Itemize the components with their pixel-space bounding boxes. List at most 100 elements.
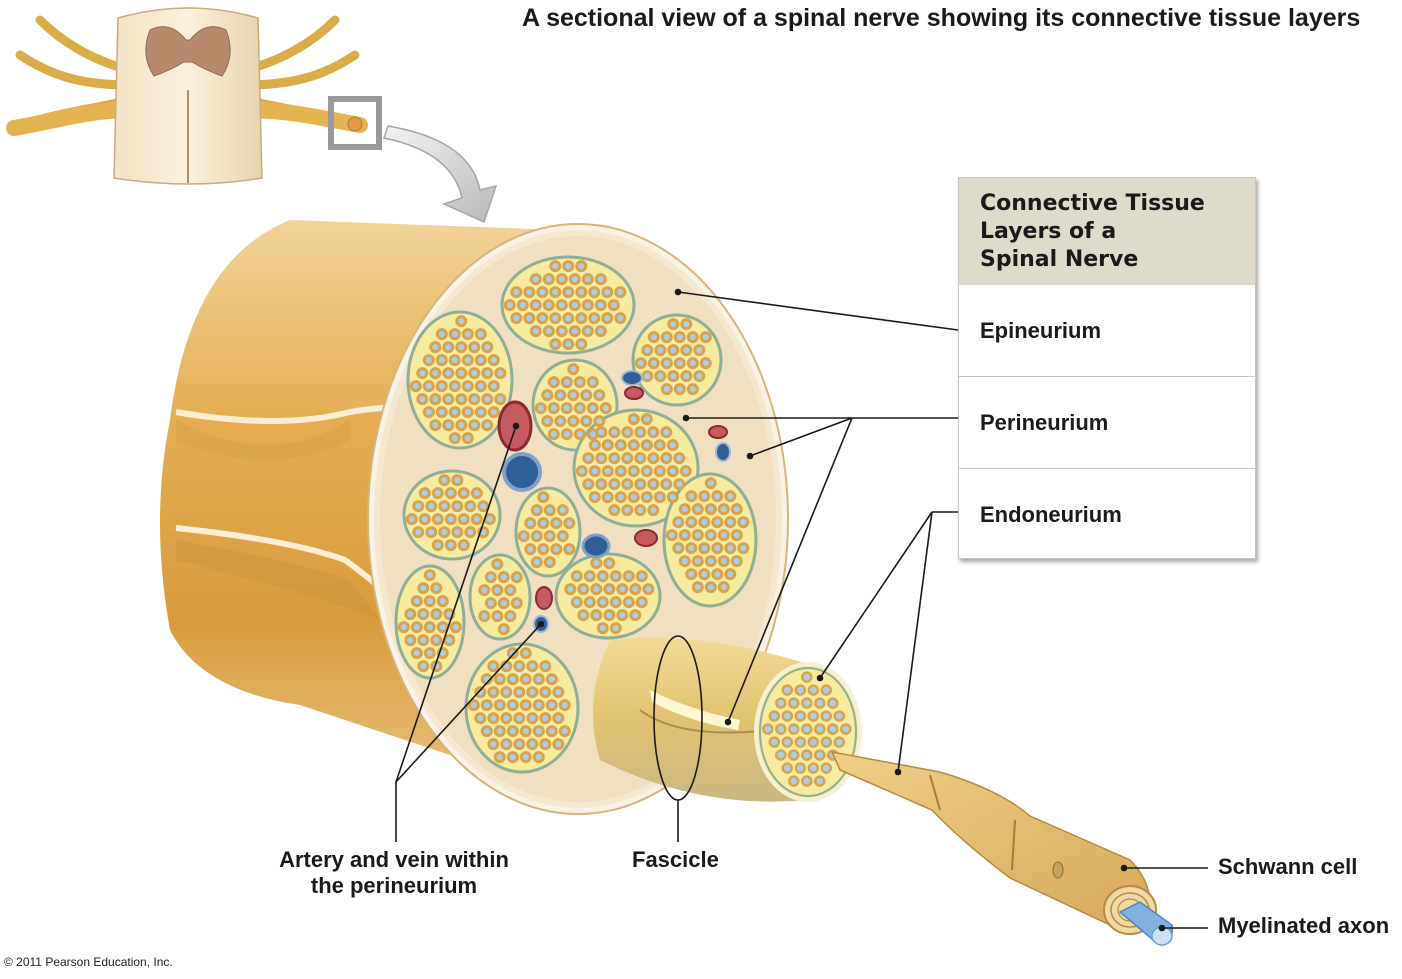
axon-dot <box>801 671 813 683</box>
axon-dot <box>455 315 468 328</box>
axon-dot <box>404 634 417 647</box>
axon-dot <box>435 328 448 341</box>
artery-vein-label: Artery and vein within the perineurium <box>279 847 509 898</box>
axon-dot <box>429 419 442 432</box>
spinal-cord-inset <box>6 7 382 185</box>
axon-dot <box>404 608 417 621</box>
axon-dot <box>423 569 436 582</box>
axon-dot <box>510 286 523 299</box>
axon-dot <box>534 402 547 415</box>
axon-dot <box>487 660 500 673</box>
axon-dot <box>660 383 673 396</box>
axon-dot <box>653 491 666 504</box>
axon-dot <box>573 402 586 415</box>
axon-dot <box>545 725 558 738</box>
axon-dot <box>541 415 554 428</box>
axon-dot <box>480 725 493 738</box>
axon-dot <box>807 684 820 696</box>
axon-dot <box>412 500 425 513</box>
axon-dot <box>588 286 601 299</box>
axon-dot <box>436 621 449 634</box>
axon-dot <box>583 596 596 609</box>
vein <box>502 452 542 492</box>
axon-dot <box>474 328 487 341</box>
axon-dot <box>794 762 807 774</box>
axon-dot <box>468 341 481 354</box>
axon-dot <box>621 504 634 517</box>
axon-dot <box>704 529 717 542</box>
axon-dot <box>497 623 510 636</box>
axon-dot <box>539 660 552 673</box>
axon-dot <box>484 597 497 610</box>
axon-dot <box>451 526 464 539</box>
axon-dot <box>448 432 461 445</box>
axon-dot <box>575 465 588 478</box>
axon-dot <box>555 325 568 338</box>
axon-dot <box>549 312 562 325</box>
axon-dot <box>448 354 461 367</box>
axon-dot <box>510 312 523 325</box>
axon-dot <box>444 513 457 526</box>
axon-dot <box>581 299 594 312</box>
axon-dot <box>590 609 603 622</box>
axon-dot <box>573 428 586 441</box>
axon-dot <box>549 338 562 351</box>
artery <box>624 386 644 400</box>
axon-dot <box>588 465 601 478</box>
axon-dot <box>588 312 601 325</box>
zoom-arrow <box>383 125 498 224</box>
axon-dot <box>627 439 640 452</box>
axon-dot <box>416 393 429 406</box>
axon-dot <box>660 478 673 491</box>
axon-dot <box>596 596 609 609</box>
fascicle-label: Fascicle <box>632 847 719 872</box>
axon-dot <box>524 543 537 556</box>
axon-dot <box>550 543 563 556</box>
axon-dot <box>500 712 513 725</box>
axon-dot <box>647 357 660 370</box>
axon-dot <box>549 260 562 273</box>
vein <box>621 370 643 386</box>
axon-dot <box>573 376 586 389</box>
axon-dot <box>537 517 550 530</box>
axon-dot <box>555 299 568 312</box>
axon-dot <box>673 383 686 396</box>
axon-dot <box>640 491 653 504</box>
axon-dot <box>461 406 474 419</box>
axon-dot <box>513 660 526 673</box>
axon-dot <box>614 439 627 452</box>
schwann-cell-label: Schwann cell <box>1218 854 1358 879</box>
axon-dot <box>438 474 451 487</box>
axon-dot <box>698 568 711 581</box>
axon-dot <box>594 299 607 312</box>
axon-dot <box>455 419 468 432</box>
axon-dot <box>698 516 711 529</box>
axon-dot <box>423 647 436 660</box>
axon-dot <box>562 338 575 351</box>
axon-dot <box>601 312 614 325</box>
axon-dot <box>435 354 448 367</box>
axon-dot <box>840 723 852 735</box>
axon-dot <box>647 331 660 344</box>
axon-dot <box>554 389 567 402</box>
axon-dot <box>493 751 506 764</box>
axon-dot <box>594 325 607 338</box>
axon-dot <box>807 762 820 774</box>
axon-dot <box>672 542 685 555</box>
axon-dot <box>563 543 576 556</box>
axon-dot <box>609 570 622 583</box>
axon-dot <box>487 738 500 751</box>
axon-dot <box>686 357 699 370</box>
axon-dot <box>552 712 565 725</box>
axon-dot <box>461 432 474 445</box>
axon-dot <box>464 500 477 513</box>
axon-dot <box>704 477 717 490</box>
axon-dot <box>609 622 622 635</box>
axon-dot <box>614 465 627 478</box>
axon-dot <box>627 491 640 504</box>
artery <box>708 425 728 439</box>
axon-dot <box>457 539 470 552</box>
axon-dot <box>542 299 555 312</box>
axon-dot <box>583 570 596 583</box>
